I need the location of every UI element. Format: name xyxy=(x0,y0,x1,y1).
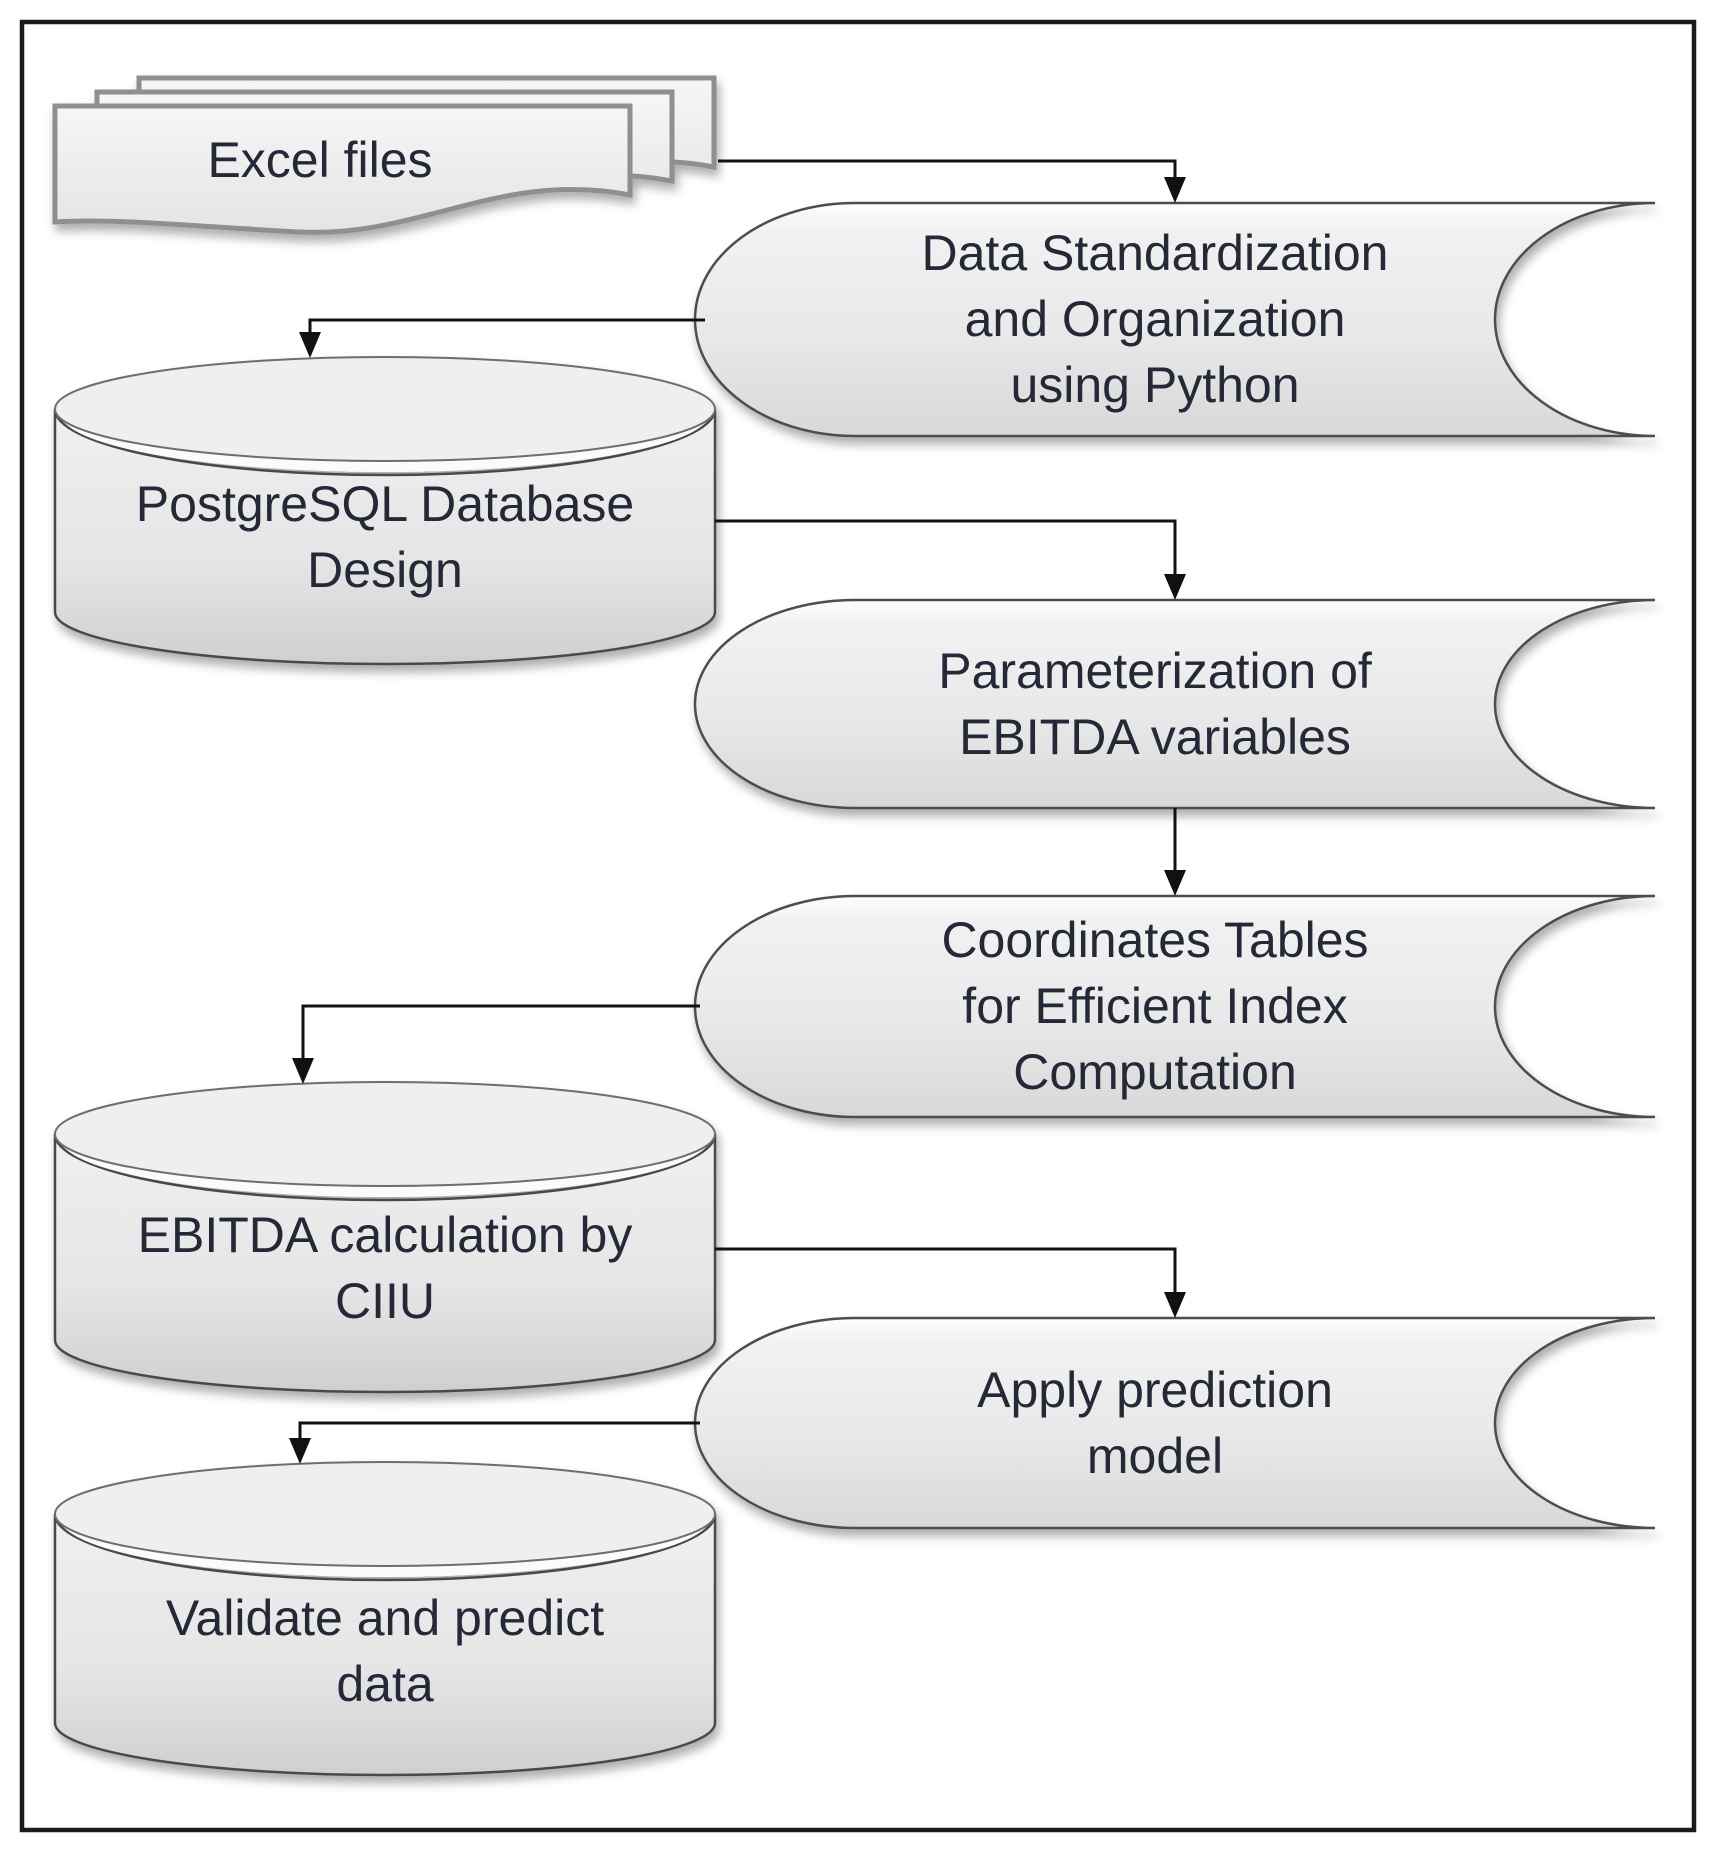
parameterization-of-ebitda-variables-shape xyxy=(693,598,1656,810)
excel-files-shape xyxy=(52,75,717,235)
diagram-border xyxy=(19,19,1697,1833)
label-line: CIIU xyxy=(335,1273,435,1329)
arrow-ebitda-to-prediction xyxy=(715,1247,1186,1318)
label-line: Coordinates Tables xyxy=(941,912,1369,968)
label-line: Computation xyxy=(1013,1044,1297,1100)
label-line: PostgreSQL Database xyxy=(135,476,635,532)
label-line: Parameterization of xyxy=(938,643,1372,699)
arrow-postgresql-to-parameterization xyxy=(715,519,1186,600)
ebitda-calculation-by-ciiu-label: EBITDA calculation by CIIU xyxy=(138,1202,633,1334)
label-line: model xyxy=(1086,1428,1224,1484)
label-line: Data Standardization xyxy=(921,225,1389,281)
coordinates-tables-shape xyxy=(693,894,1656,1119)
validate-and-predict-data-label: Validate and predict data xyxy=(166,1585,604,1717)
postgresql-database-design-shape xyxy=(53,356,717,666)
label-line: Validate and predict xyxy=(165,1590,605,1646)
parameterization-of-ebitda-variables-label: Parameterization of EBITDA variables xyxy=(938,638,1372,770)
apply-prediction-model-label: Apply prediction model xyxy=(977,1357,1333,1489)
postgresql-database-design-label: PostgreSQL Database Design xyxy=(136,471,634,603)
data-standardization-shape xyxy=(693,201,1656,438)
excel-files-label: Excel files xyxy=(207,127,432,193)
arrow-standardization-to-postgresql xyxy=(299,318,705,358)
label-line: and Organization xyxy=(964,291,1346,347)
label-line: data xyxy=(336,1656,434,1712)
label-line: using Python xyxy=(1010,357,1300,413)
coordinates-tables-label: Coordinates Tables for Efficient Index C… xyxy=(941,907,1368,1105)
validate-and-predict-data-shape xyxy=(53,1461,717,1777)
label-line: Excel files xyxy=(207,132,433,188)
arrow-prediction-to-validate xyxy=(289,1421,700,1464)
label-line: Apply prediction xyxy=(977,1362,1333,1418)
apply-prediction-model-shape xyxy=(693,1316,1656,1530)
label-line: for Efficient Index xyxy=(962,978,1348,1034)
data-standardization-label: Data Standardization and Organization us… xyxy=(922,220,1389,418)
arrow-coordinates-to-ebitda xyxy=(292,1004,700,1084)
label-line: Design xyxy=(307,542,463,598)
ebitda-calculation-by-ciiu-shape xyxy=(53,1081,717,1394)
arrow-excel-to-standardization xyxy=(718,159,1186,203)
label-line: EBITDA variables xyxy=(959,709,1351,765)
label-line: EBITDA calculation by xyxy=(137,1207,633,1263)
